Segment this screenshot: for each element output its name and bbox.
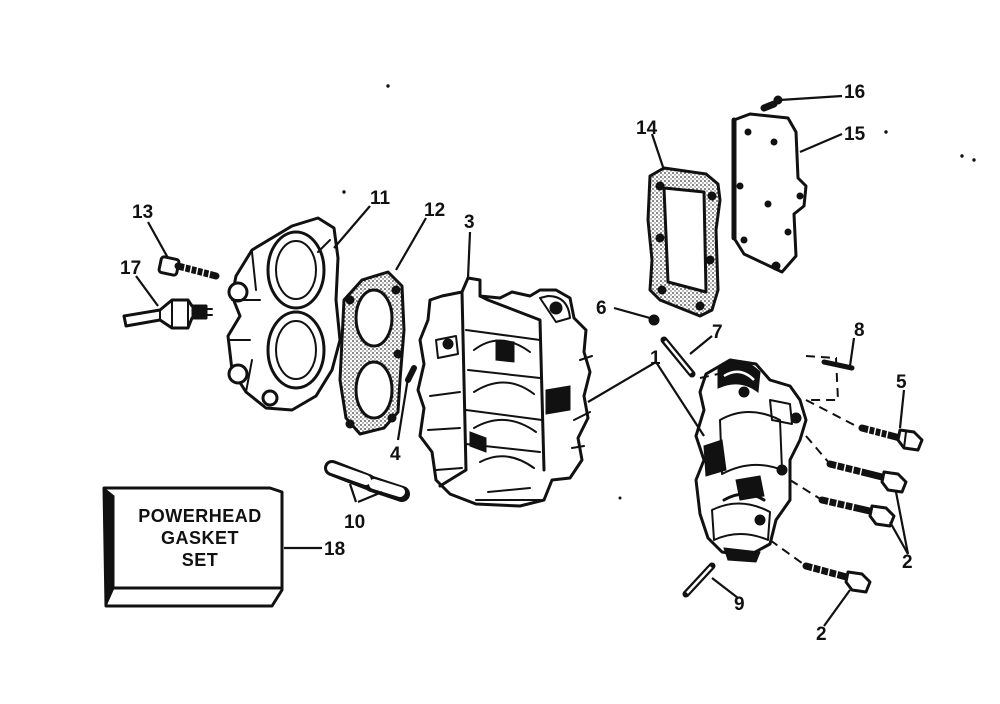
callout-13: 13 [132, 202, 153, 223]
part-3-cylinder-block [416, 276, 593, 508]
part-16-screw [760, 95, 783, 112]
callout-2a: 2 [902, 552, 913, 573]
callout-12: 12 [424, 200, 445, 221]
part-1-crankcase [694, 358, 808, 563]
part-9-pin [682, 562, 716, 598]
part-8-pin [821, 359, 855, 371]
callout-3: 3 [464, 212, 475, 233]
part-11-cylinder-head [226, 216, 342, 412]
callout-15: 15 [844, 124, 866, 145]
part-18-gasket-set-box: POWERHEAD GASKET SET [102, 486, 284, 608]
callout-10: 10 [344, 512, 365, 533]
part-5-bolt [858, 423, 924, 452]
part-10-dowel-pins [324, 460, 410, 502]
part-15-cover-plate [731, 112, 808, 274]
callout-labels: 1 2 2 3 4 5 6 7 8 9 10 11 12 13 14 15 16… [120, 82, 913, 645]
part-6-check-ball [648, 314, 660, 326]
part-12-head-gasket [338, 270, 406, 436]
callout-14: 14 [636, 118, 658, 139]
callout-18: 18 [324, 539, 345, 560]
callout-1: 1 [650, 348, 661, 369]
alignment-lines [699, 355, 861, 567]
callout-8: 8 [854, 320, 865, 341]
part-2-bolts [802, 459, 908, 594]
callout-2b: 2 [816, 624, 827, 645]
callout-4: 4 [390, 444, 401, 465]
part-4-dowel [405, 365, 417, 383]
callout-11: 11 [370, 188, 391, 209]
part-17-temperature-sender [122, 298, 213, 330]
scan-specks [342, 84, 976, 500]
callout-17: 17 [120, 258, 141, 279]
callout-7: 7 [712, 322, 723, 343]
leader-lines [135, 94, 910, 627]
part-14-cover-gasket [646, 166, 722, 318]
callout-5: 5 [896, 372, 907, 393]
gasket-box-line1: POWERHEAD [138, 506, 262, 526]
callout-6: 6 [596, 298, 607, 319]
callout-16: 16 [844, 82, 865, 103]
part-13-bolt [157, 255, 220, 281]
gasket-box-line3: SET [182, 550, 219, 570]
gasket-box-line2: GASKET [161, 528, 239, 548]
part-7-pin [660, 336, 696, 378]
callout-9: 9 [734, 594, 745, 615]
